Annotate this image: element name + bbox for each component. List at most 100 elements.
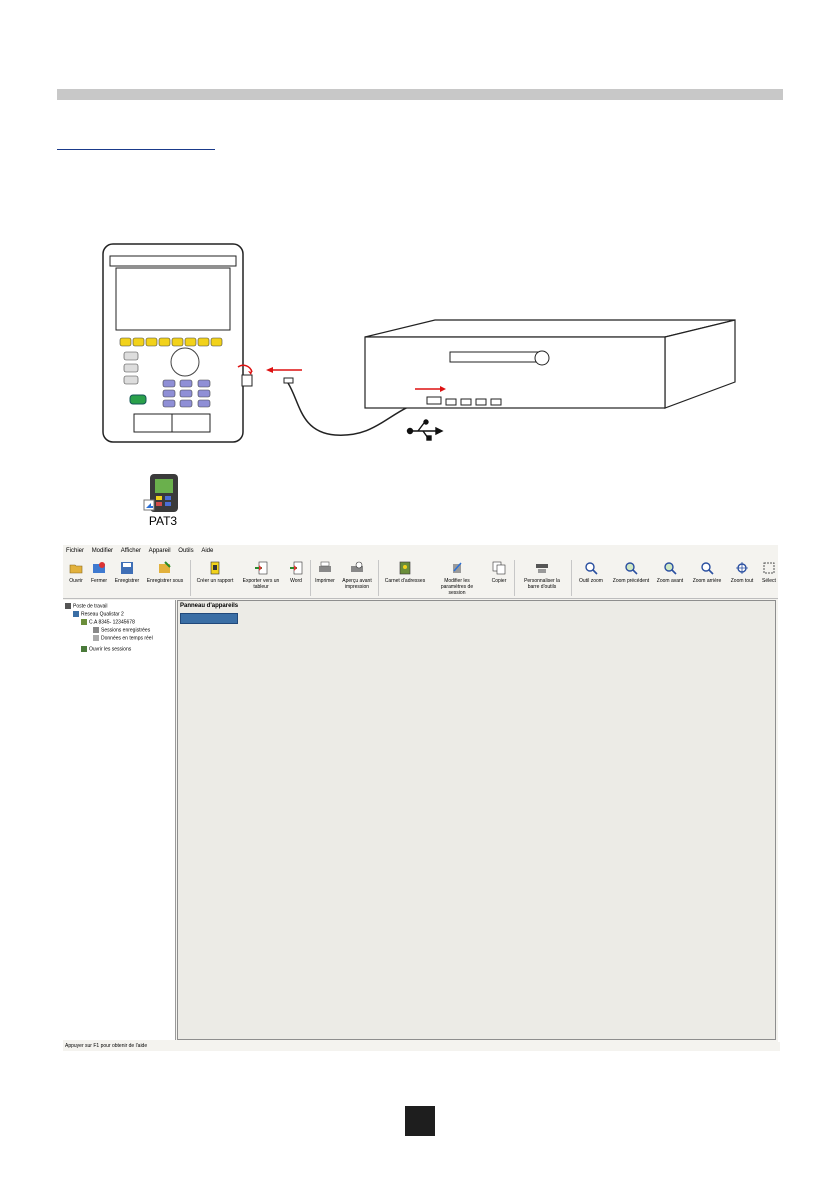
computer-icon — [65, 603, 71, 609]
fermer-label: Fermer — [90, 578, 108, 584]
outil-zoom-button[interactable]: Outil zoom — [576, 561, 606, 584]
network-icon — [73, 611, 79, 617]
realtime-data-icon — [93, 635, 99, 641]
word-label: Word — [290, 578, 302, 584]
page-number-box — [405, 1106, 435, 1136]
tree-label-ouvrir-sessions: Ouvrir les sessions — [89, 646, 132, 653]
modifier-parametres-button[interactable]: Modifier les paramètres de session — [433, 561, 481, 596]
menu-bar: Fichier Modifier Afficher Appareil Outil… — [63, 545, 778, 558]
address-book-icon — [399, 561, 411, 575]
tree-label-donnees: Données en temps réel — [101, 635, 153, 642]
zoom-avant-label: Zoom avant — [656, 578, 684, 584]
pat3-shortcut-label: PAT3 — [148, 514, 178, 528]
creer-rapport-button[interactable]: Créer un rapport — [195, 561, 235, 584]
usb-symbol-icon — [406, 419, 444, 441]
ouvrir-label: Ouvrir — [69, 578, 83, 584]
save-icon — [121, 562, 133, 574]
recorded-sessions-icon — [93, 627, 99, 633]
select-button[interactable]: Sélect — [760, 561, 778, 584]
tree-label-sessions: Sessions enregistrées — [101, 627, 151, 634]
open-sessions-icon — [81, 646, 87, 652]
menu-aide[interactable]: Aide — [201, 548, 214, 554]
save-as-icon — [159, 561, 171, 573]
copier-label: Copier — [491, 578, 507, 584]
menu-modifier[interactable]: Modifier — [91, 548, 114, 554]
menu-appareil[interactable]: Appareil — [148, 548, 171, 554]
menu-outils[interactable]: Outils — [178, 548, 194, 554]
status-bar: Appuyer sur F1 pour obtenir de l'aide — [63, 1042, 780, 1051]
zoom-precedent-label: Zoom précédent — [612, 578, 650, 584]
enregistrer-label: Enregistrer — [114, 578, 140, 584]
panel-title: Panneau d'appareils — [180, 603, 239, 609]
tree-item-sessions[interactable]: Sessions enregistrées — [93, 627, 150, 634]
exporter-label: Exporter vers un tableur — [242, 578, 280, 590]
pc-drawing — [364, 319, 736, 409]
tree-item-ouvrir-sessions[interactable]: Ouvrir les sessions — [81, 646, 131, 653]
zoom-all-icon — [736, 562, 748, 574]
copy-icon — [492, 561, 506, 575]
connection-illustration — [102, 243, 736, 443]
section-link-underline — [57, 149, 215, 150]
enregistrer-button[interactable]: Enregistrer — [113, 561, 141, 584]
print-preview-icon — [351, 561, 363, 572]
folder-open-icon — [69, 564, 83, 574]
toolbar: Ouvrir Fermer Enregistrer Enregistrer so… — [63, 558, 778, 599]
export-spreadsheet-icon — [255, 561, 268, 575]
zoom-arriere-label: Zoom arrière — [692, 578, 722, 584]
pat3-shortcut-icon[interactable] — [138, 470, 188, 530]
menu-fichier[interactable]: Fichier — [66, 548, 85, 554]
carnet-adresses-button[interactable]: Carnet d'adresses — [382, 561, 428, 584]
tree-item-reseau[interactable]: Reseau Qualistar 2 — [73, 611, 124, 618]
zoom-tout-label: Zoom tout — [730, 578, 754, 584]
apercu-button[interactable]: Aperçu avant impression — [340, 561, 374, 590]
customize-toolbar-icon — [536, 564, 548, 573]
edit-settings-icon — [453, 562, 462, 573]
toolbar-separator — [190, 560, 191, 596]
creer-rapport-label: Créer un rapport — [196, 578, 234, 584]
word-button[interactable]: Word — [286, 561, 306, 584]
menu-afficher[interactable]: Afficher — [120, 548, 141, 554]
zoom-tool-icon — [585, 562, 598, 575]
close-folder-icon — [93, 562, 105, 573]
toolbar-separator — [310, 560, 311, 596]
zoom-out-icon — [701, 562, 714, 575]
tree-item-device[interactable]: C.A 8345- 12345678 — [81, 619, 135, 626]
instrument-icon — [81, 619, 87, 625]
carnet-adresses-label: Carnet d'adresses — [384, 578, 426, 584]
ouvrir-button[interactable]: Ouvrir — [66, 561, 86, 584]
zoom-arriere-button[interactable]: Zoom arrière — [690, 561, 724, 584]
toolbar-separator — [571, 560, 572, 596]
select-icon — [763, 562, 775, 574]
section-header-bar — [57, 89, 783, 100]
personnaliser-button[interactable]: Personnaliser la barre d'outils — [518, 561, 566, 590]
fermer-button[interactable]: Fermer — [89, 561, 109, 584]
zoom-tout-button[interactable]: Zoom tout — [728, 561, 756, 584]
zoom-precedent-button[interactable]: Zoom précédent — [611, 561, 651, 584]
tree-label-poste: Poste de travail — [73, 603, 108, 610]
imprimer-label: Imprimer — [315, 578, 335, 584]
enregistrer-sous-button[interactable]: Enregistrer sous — [145, 561, 185, 584]
copier-button[interactable]: Copier — [488, 561, 510, 584]
tree-label-reseau: Reseau Qualistar 2 — [81, 611, 124, 618]
pat3-app-window: Fichier Modifier Afficher Appareil Outil… — [63, 545, 780, 1051]
tree-item-poste[interactable]: Poste de travail — [65, 603, 107, 610]
zoom-in-icon — [664, 562, 677, 575]
exporter-button[interactable]: Exporter vers un tableur — [240, 561, 282, 590]
instrument-drawing — [102, 243, 253, 443]
printer-icon — [319, 561, 331, 572]
select-label: Sélect — [762, 578, 776, 584]
device-panel: Panneau d'appareils — [177, 600, 776, 1040]
zoom-previous-icon — [625, 562, 638, 575]
report-icon — [210, 561, 220, 575]
enregistrer-sous-label: Enregistrer sous — [146, 578, 184, 584]
zoom-avant-button[interactable]: Zoom avant — [655, 561, 685, 584]
modifier-parametres-label: Modifier les paramètres de session — [440, 578, 474, 596]
imprimer-button[interactable]: Imprimer — [313, 561, 337, 584]
apercu-label: Aperçu avant impression — [342, 578, 372, 590]
toolbar-separator — [514, 560, 515, 596]
tree-item-donnees[interactable]: Données en temps réel — [93, 635, 153, 642]
outil-zoom-label: Outil zoom — [579, 578, 603, 584]
toolbar-separator — [378, 560, 379, 596]
tree-label-device: C.A 8345- 12345678 — [89, 619, 135, 626]
device-panel-item[interactable] — [180, 613, 238, 624]
